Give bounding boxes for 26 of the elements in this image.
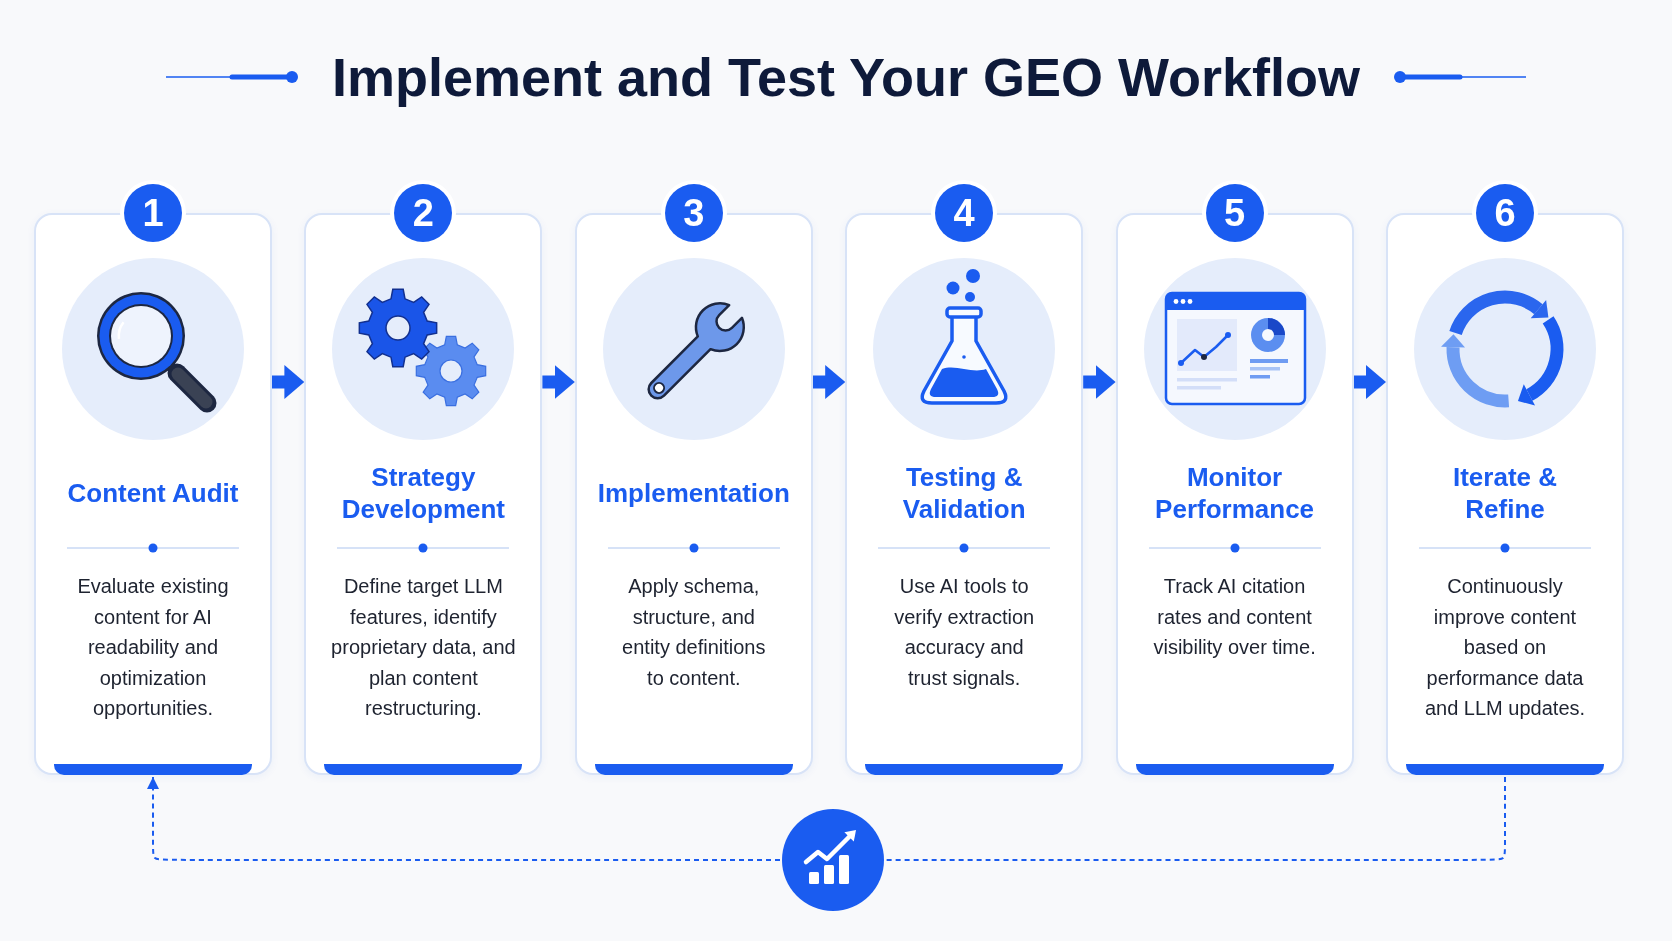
step-description: Track AI citation rates and content visibility over time. <box>1152 574 1317 660</box>
number-badge: 4 <box>935 184 994 242</box>
number-badge: 5 <box>1205 184 1264 242</box>
page-title: Implement and Test Your GEO Workflow <box>331 46 1361 108</box>
step-title: Iterate & Refine <box>1451 461 1558 525</box>
step-title: Content Audit <box>66 477 240 509</box>
dashed-arrow <box>147 776 781 861</box>
step-description: Apply schema, structure, and entity definitions to content. <box>621 574 767 691</box>
number-badge: 3 <box>664 184 723 242</box>
block-arrow <box>542 365 575 399</box>
number-badge: 1 <box>124 184 182 242</box>
number-badge: 6 <box>1476 184 1534 242</box>
block-arrow <box>1353 365 1386 399</box>
block-arrow <box>272 365 305 399</box>
step-title: Strategy Development <box>340 461 506 525</box>
step-title: Testing & Validation <box>901 461 1027 525</box>
block-arrow <box>812 365 846 399</box>
number-badge: 2 <box>394 184 453 242</box>
step-description: Evaluate existing content for AI readability and optimization opportunities. <box>76 574 230 721</box>
step-title: Implementation <box>596 477 791 509</box>
dashed-line <box>885 776 1506 861</box>
step-title: Monitor Performance <box>1154 461 1316 525</box>
block-arrow <box>1083 365 1116 399</box>
step-description: Define target LLM features, identify proprietary data, and plan content restructuring. <box>330 574 517 721</box>
step-description: Use AI tools to verify extraction accuracy and trust signals. <box>893 574 1036 691</box>
step-description: Continuously improve content based on performance data and LLM updates. <box>1423 574 1587 721</box>
